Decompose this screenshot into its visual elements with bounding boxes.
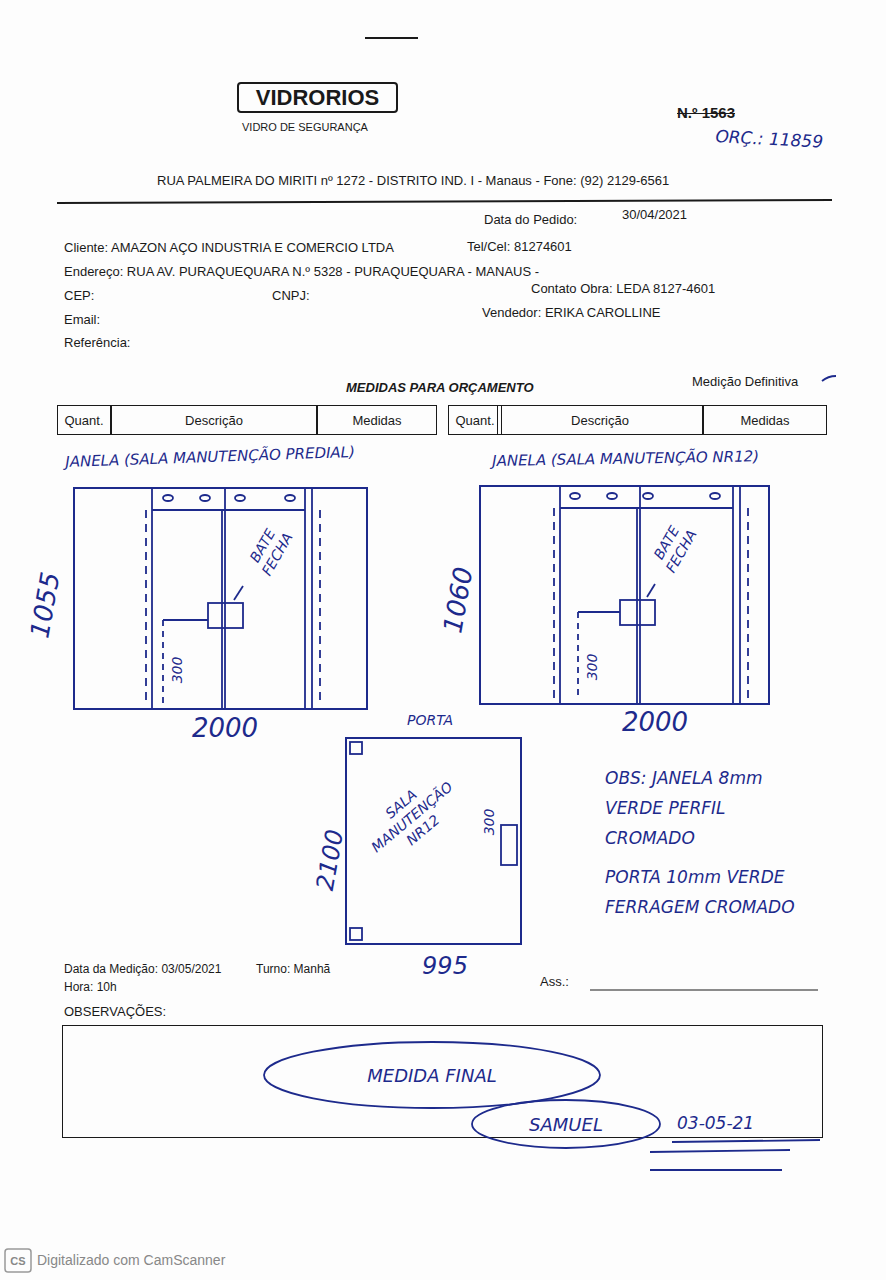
drawing-note: SALA MANUTENÇÃO NR12 [356,764,469,870]
field-label: Referência: [64,335,130,350]
table-header-cell: Descrição [111,405,317,435]
client-field: Cliente: AMAZON AÇO INDUSTRIA E COMERCIO… [64,240,394,255]
field-label: Hora: 10h [64,980,117,994]
field-label: Data da Medição: 03/05/2021 [64,962,221,976]
section-heading: MEDIDAS PARA ORÇAMENTO [346,380,534,395]
dimension-number: 1055 [24,570,65,640]
company-address: RUA PALMEIRA DO MIRITI nº 1272 - DISTRIT… [157,173,669,188]
contact-field: Contato Obra: LEDA 8127-4601 [531,281,715,296]
oval-outline [472,1100,660,1148]
handwritten-date: 03-05-21 [677,1113,754,1133]
field-label: Turno: Manhã [256,962,330,976]
logo-box: VIDRORIOS [237,82,398,113]
cell-text: VIDRORIOS [256,85,379,111]
drawing-note: BATE FECHA [645,514,702,579]
top-mark [365,37,418,39]
cell-text: Medidas [740,413,789,428]
signature-oval: SAMUEL [471,1099,661,1149]
oval-outline [264,1042,600,1108]
oval-text: MEDIDA FINAL [367,1065,496,1086]
field-label: Email: [64,312,100,327]
dimension-number: 1060 [437,565,478,635]
window-frame-1 [146,487,320,710]
order-date: 30/04/2021 [622,207,687,222]
table-header-cell: Quant. [57,405,111,435]
window-drawing: BATE FECHA 300 [73,487,368,710]
cell-text: Medidas [352,413,401,428]
window-heading: JANELA (SALA MANUTENÇÃO NR12) [492,447,759,470]
cell-text: Descrição [185,413,243,428]
handwritten-note: PORTA 10mm VERDE FERRAGEM CROMADO [605,862,875,922]
scanner-icon [5,1249,31,1272]
dimension-number: 2100 [311,827,349,892]
field-label: CEP: [64,288,94,303]
oval-text: SAMUEL [529,1114,603,1135]
cell-text: Descrição [571,413,629,428]
dimension-number: 995 [422,952,468,980]
field-label: OBSERVAÇÕES: [64,1004,166,1019]
door-heading: PORTA [407,712,453,728]
drawing-note: 300 [481,809,498,836]
phone-field: Tel/Cel: 81274601 [467,239,572,254]
slogan: VIDRO DE SEGURANÇA [242,121,368,133]
window-frame-2 [554,485,748,705]
hand-line [650,1150,790,1152]
field-label: Data do Pedido: [484,212,577,227]
note-oval: MEDIDA FINAL [263,1041,601,1109]
table-header-cell: Quant. [448,405,502,435]
cell-text: Quant. [455,413,494,428]
field-label: Medição Definitiva [692,374,798,389]
address-field: Endereço: RUA AV. PURAQUEQUARA N.º 5328 … [64,264,539,279]
check-mark [822,376,836,381]
dimension-number: 2000 [622,707,688,737]
door-drawing: SALA MANUTENÇÃO NR12 300 [345,737,522,945]
dimension-number: 2000 [192,713,258,743]
drawing-note: BATE FECHA [241,517,298,582]
budget-number: ORÇ.: 11859 [715,126,824,152]
drawing-note: 300 [584,654,601,681]
cell-text: Quant. [64,413,103,428]
seller-field: Vendedor: ERIKA CAROLLINE [482,305,660,320]
field-label: Ass.: [540,974,569,989]
header-rule [57,200,832,203]
handwritten-note: OBS: JANELA 8mm VERDE PERFIL CROMADO [605,763,805,853]
drawing-note: 300 [169,657,186,684]
scanner-watermark: Digitalizado com CamScanner [37,1252,225,1268]
table-header-cell: Medidas [317,405,437,435]
order-number: N.º 1563 [677,104,735,121]
hand-line [672,1140,820,1142]
signature-line [590,989,818,990]
table-header-cell: Medidas [703,405,827,435]
field-label: CNPJ: [272,288,310,303]
scanner-icon-text: CS [10,1255,25,1267]
hand-line [650,1169,782,1171]
window-drawing: BATE FECHA 300 [479,485,770,705]
table-header-cell: Descrição [497,405,703,435]
door-hardware [350,742,517,940]
window-heading: JANELA (SALA MANUTENÇÃO PREDIAL) [65,443,355,471]
